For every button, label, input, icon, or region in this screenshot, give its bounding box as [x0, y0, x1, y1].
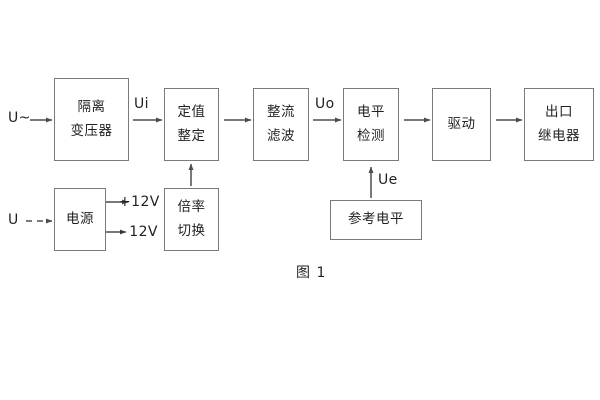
block-label-line: 整定: [177, 127, 206, 144]
block-label-line: 继电器: [538, 127, 580, 144]
block-label-line: 参考电平: [348, 211, 404, 228]
block-drive: 驱动: [432, 88, 491, 161]
block-label-line: 检测: [357, 127, 385, 144]
block-label-line: 驱动: [447, 115, 476, 132]
label-supply-negative: - 12V: [119, 224, 158, 240]
label-input-dc: U: [8, 212, 19, 228]
block-label-line: 滤波: [267, 127, 295, 144]
block-output-relay: 出口 继电器: [524, 88, 594, 161]
block-label-line: 电源: [66, 210, 94, 227]
figure-caption: 图 1: [296, 265, 327, 281]
block-label-line: 定值: [177, 103, 206, 120]
block-multiplier-switch: 倍率 切换: [164, 188, 219, 251]
block-setpoint-adjust: 定值 整定: [164, 88, 219, 161]
block-label-line: 切换: [177, 222, 206, 239]
block-label-line: 整流: [267, 103, 295, 120]
label-signal-ui: Ui: [134, 96, 149, 112]
block-isolation-transformer: 隔离 变压器: [54, 78, 129, 161]
label-signal-ue: Ue: [378, 172, 398, 188]
block-label-line: 倍率: [177, 198, 206, 215]
block-label-line: 隔离: [77, 98, 106, 115]
block-label-line: 变压器: [70, 122, 113, 139]
block-power-supply: 电源: [54, 188, 106, 251]
block-label-line: 电平: [357, 103, 385, 120]
block-level-detection: 电平 检测: [343, 88, 399, 161]
label-supply-positive: +12V: [119, 194, 160, 210]
label-input-ac: U~: [8, 110, 31, 126]
block-rectifier-filter: 整流 滤波: [253, 88, 309, 161]
block-reference-level: 参考电平: [330, 200, 422, 240]
block-label-line: 出口: [545, 103, 573, 120]
label-signal-uo: Uo: [315, 96, 335, 112]
